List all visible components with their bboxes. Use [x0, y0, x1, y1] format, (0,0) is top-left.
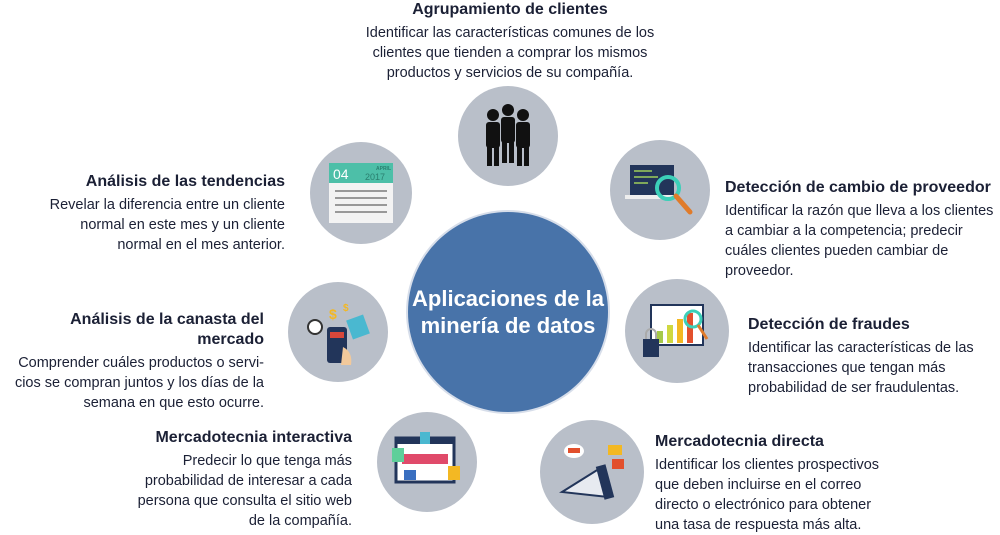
item-title: Análisis de la canasta del mercado: [70, 311, 264, 348]
item-text: Identificar las características comunes …: [365, 25, 655, 81]
chart-lock-icon: [625, 279, 729, 383]
svg-text:$: $: [329, 306, 337, 322]
item-text: Comprender cuáles productos o servi-cios…: [14, 355, 264, 411]
calendar-year: 2017: [365, 172, 385, 182]
item-title: Agrupamiento de clientes: [412, 1, 608, 18]
laptop-magnifier-icon: [610, 140, 710, 240]
people-icon: [458, 86, 558, 186]
mobile-shopping-icon: $$: [288, 282, 388, 382]
item-title: Detección de fraudes: [748, 316, 910, 333]
item-title: Mercadotecnia directa: [655, 433, 824, 450]
svg-text:$: $: [343, 303, 349, 314]
item-text: Predecir lo que tenga más probabilidad d…: [137, 453, 352, 529]
item-text: Revelar la diferencia entre un cliente n…: [49, 197, 285, 253]
item-title: Detección de cambio de proveedor: [725, 179, 991, 196]
item-text: Identificar los clientes prospectivos qu…: [655, 457, 880, 533]
item-text: Identificar la razón que lleva a los cli…: [725, 203, 994, 279]
megaphone-icon: [540, 420, 644, 524]
item-text: Identificar las características de las t…: [748, 340, 974, 396]
item-title: Mercadotecnia interactiva: [155, 429, 352, 446]
item-title: Análisis de las tendencias: [85, 173, 285, 190]
calendar-month: APRIL: [376, 166, 391, 172]
center-circle: Aplicaciones de la minería de datos: [408, 212, 608, 412]
center-title: Aplicaciones de la minería de datos: [412, 286, 604, 338]
website-icon: [377, 412, 477, 512]
calendar-day: 04: [333, 166, 349, 182]
